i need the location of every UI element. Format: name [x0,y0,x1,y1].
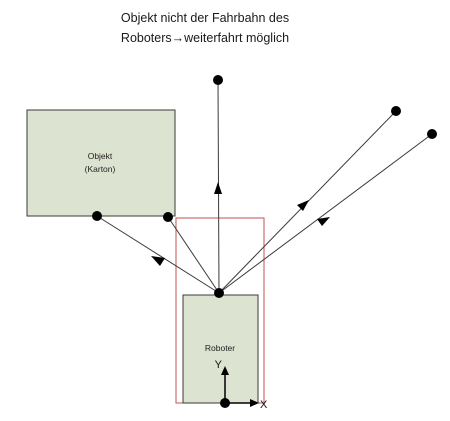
y-axis-arrow-icon [221,366,229,375]
object-box [26,109,176,217]
ray-arrowheads [151,182,330,266]
y-axis-label: Y [215,359,223,371]
endpoint-top [213,75,223,85]
title-line-2-prefix: Roboters [121,31,172,45]
title-line-2-suffix: weiterfahrt möglich [183,31,289,45]
ray-far-right [218,133,433,294]
x-axis-label: X [260,399,268,411]
endpoint-far-right [427,129,437,139]
title-line-1: Objekt nicht der Fahrbahn des [121,11,289,25]
endpoints [92,75,437,408]
title-line-2: Roboters→weiterfahrt möglich [121,31,289,45]
object-label-line-2: (Karton) [85,164,116,174]
title-arrow-icon: → [172,31,185,45]
endpoint-upper-right [391,106,401,116]
endpoint-origin [214,288,224,298]
ray-to-object-right-corner [167,216,220,294]
object-label-line-1: Objekt [88,151,113,161]
arrow-icon-left-ray [151,256,165,266]
x-axis-arrow-icon [250,399,259,407]
endpoint-object-right [163,212,173,222]
coordinate-axes: Y X [215,359,268,411]
robot-label: Roboter [205,343,235,353]
endpoint-object-left [92,211,102,221]
arrow-icon-upper-right-ray [297,200,309,211]
arrow-icon-far-right-ray [317,217,330,226]
arrow-icon-up-ray [214,182,222,194]
ray-to-object-left-corner [96,215,220,294]
